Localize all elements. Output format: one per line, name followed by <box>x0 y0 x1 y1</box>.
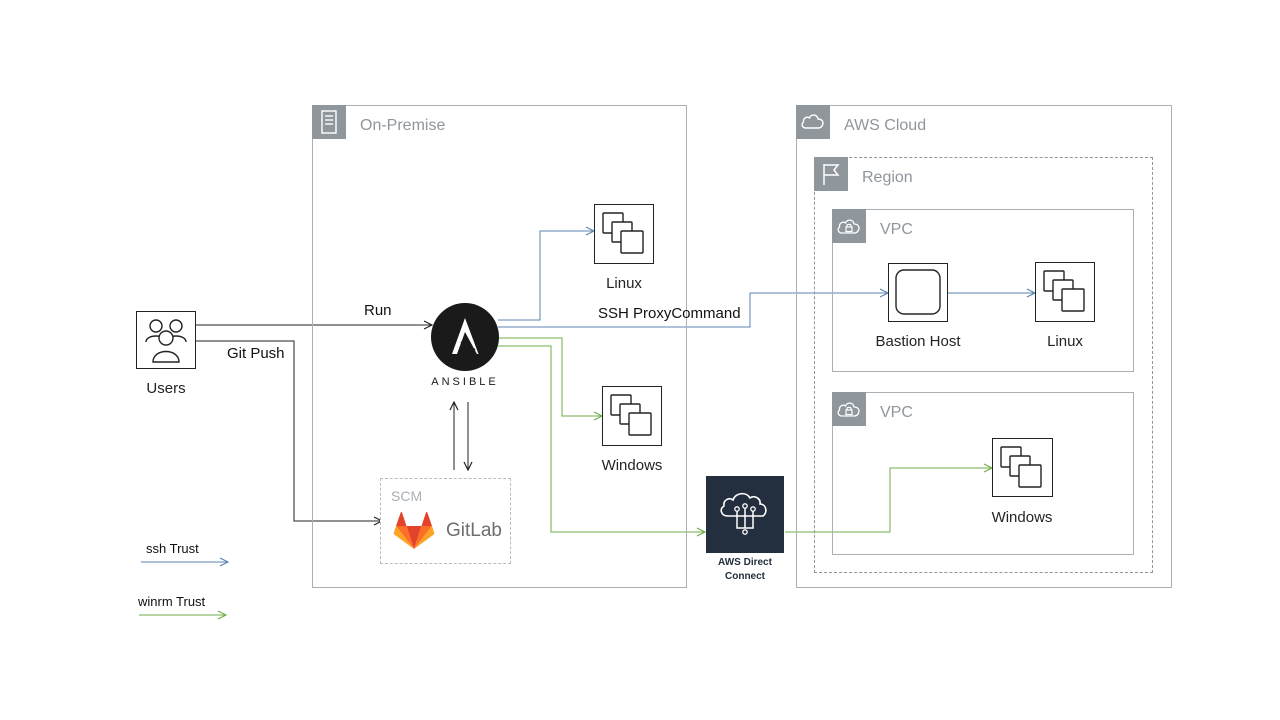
direct-connect-icon <box>720 492 767 535</box>
users-label: Users <box>146 380 186 397</box>
bastion-host-label: Bastion Host <box>875 333 961 350</box>
gitlab-label: GitLab <box>446 520 502 541</box>
ansible-logo-icon <box>431 303 499 376</box>
direct-connect-label-line1: AWS Direct <box>718 557 772 568</box>
instances-icon <box>1000 446 1042 488</box>
edge-winrm-windows-onprem <box>498 337 602 416</box>
windows-aws-instance <box>992 438 1053 497</box>
vpc-bottom-label: VPC <box>880 404 913 421</box>
instances-icon <box>1043 270 1085 312</box>
linux-onprem-instance <box>594 204 654 264</box>
aws-cloud-group: AWS Cloud <box>796 105 1172 588</box>
edge-winrm-direct-connect <box>498 345 705 532</box>
cloud-icon <box>796 105 830 139</box>
region-group: Region <box>814 157 1153 573</box>
git-push-label: Git Push <box>227 345 285 362</box>
linux-aws-label: Linux <box>1047 333 1083 350</box>
instance-icon <box>895 269 941 315</box>
scm-label: SCM <box>391 488 423 504</box>
server-icon <box>312 105 346 139</box>
aws-direct-connect-node <box>706 476 784 553</box>
edge-ssh-bastion <box>498 293 888 328</box>
vpc-bottom-group: VPC <box>832 392 1134 555</box>
windows-onprem-instance <box>602 386 662 446</box>
users-icon <box>145 319 187 363</box>
ansible-label: ANSIBLE <box>431 376 499 388</box>
edge-winrm-windows-aws <box>785 468 992 533</box>
linux-onprem-label: Linux <box>606 275 642 292</box>
on-premise-label: On-Premise <box>360 117 446 134</box>
vpc-cloud-lock-icon <box>832 392 866 426</box>
instances-icon <box>602 212 644 254</box>
run-label: Run <box>364 302 392 319</box>
aws-cloud-label: AWS Cloud <box>844 117 927 134</box>
edge-git-push <box>196 340 382 521</box>
edge-ssh-linux-onprem <box>498 231 594 321</box>
vpc-top-group: VPC <box>832 209 1134 372</box>
vpc-cloud-lock-icon <box>832 209 866 243</box>
scm-group: SCM GitLab <box>380 478 511 564</box>
legend-winrm-label: winrm Trust <box>138 594 206 609</box>
ssh-proxycommand-label: SSH ProxyCommand <box>598 305 741 322</box>
legend-ssh-label: ssh Trust <box>146 541 199 556</box>
direct-connect-label-line2: Connect <box>725 571 765 582</box>
instances-icon <box>610 394 652 436</box>
region-label: Region <box>862 169 913 186</box>
vpc-top-label: VPC <box>880 221 913 238</box>
on-premise-group: On-Premise <box>312 105 687 588</box>
flag-icon <box>814 157 848 191</box>
windows-onprem-label: Windows <box>601 457 663 474</box>
linux-aws-instance <box>1035 262 1095 322</box>
gitlab-logo-icon <box>393 512 435 555</box>
bastion-host-instance <box>888 263 948 322</box>
windows-aws-label: Windows <box>991 509 1053 526</box>
users-node <box>136 311 196 369</box>
